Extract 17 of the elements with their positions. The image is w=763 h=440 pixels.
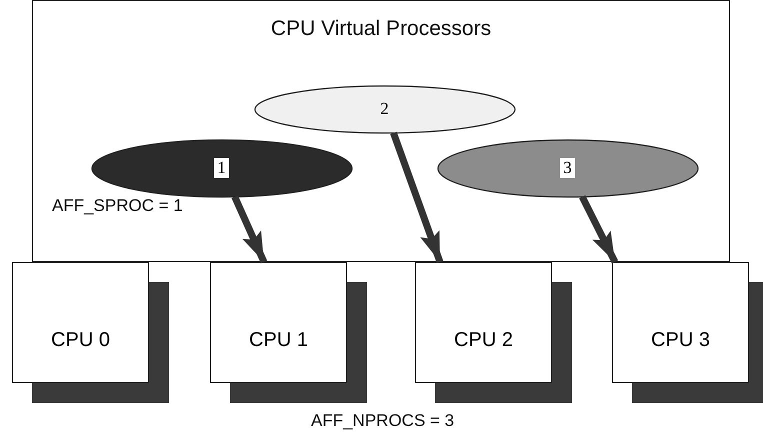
- processor-number: 3: [560, 158, 575, 178]
- cpu-box: CPU 3: [612, 262, 749, 383]
- arrow: [579, 195, 618, 264]
- virtual-processor-ellipse: [438, 140, 698, 196]
- arrow: [232, 195, 268, 264]
- container-title: CPU Virtual Processors: [270, 17, 492, 41]
- parameter-label: AFF_NPROCS = 3: [311, 411, 454, 431]
- cpu-box: CPU 1: [210, 262, 347, 383]
- cpu-box: CPU 0: [12, 262, 149, 383]
- arrow: [390, 132, 444, 264]
- processor-number: 1: [214, 158, 229, 178]
- parameter-label: AFF_SPROC = 1: [52, 196, 183, 216]
- virtual-processor-ellipse: [254, 86, 514, 132]
- cpu-box: CPU 2: [415, 262, 552, 383]
- container-box: [32, 0, 730, 262]
- processor-number: 2: [379, 99, 390, 119]
- virtual-processor-ellipse: [92, 140, 352, 196]
